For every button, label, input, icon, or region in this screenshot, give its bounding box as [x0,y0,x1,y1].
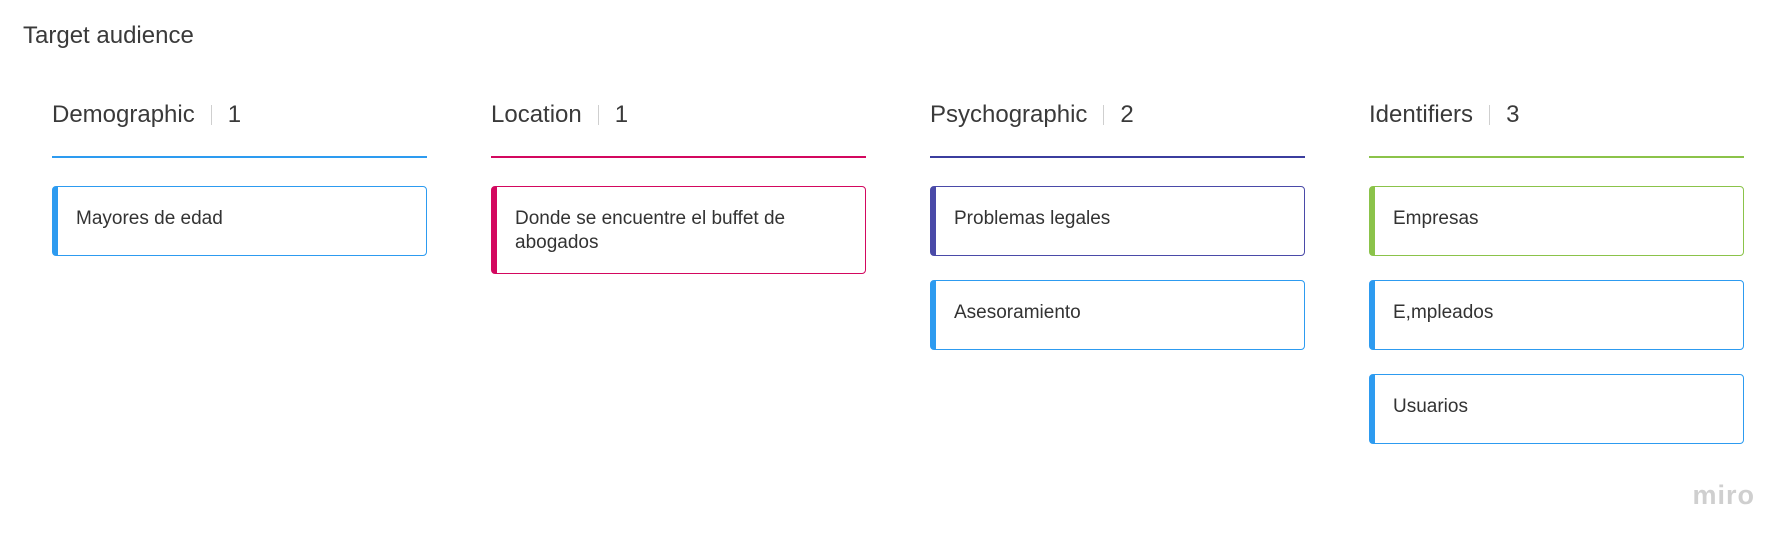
miro-logo: miro [1692,480,1755,510]
column-rule [930,156,1305,158]
column-divider [1103,105,1105,125]
column-count: 3 [1506,101,1520,128]
column-title: Demographic [52,101,195,128]
column-count: 1 [614,101,629,128]
card[interactable]: Asesoramiento [930,280,1305,350]
column-identifiers: Identifiers 3 Empresas E,mpleados Usuari… [1369,98,1744,468]
card-text: Usuarios [1393,396,1468,417]
column-title: Psychographic [930,101,1088,128]
column-psychographic: Psychographic 2 Problemas legales Asesor… [930,98,1305,468]
card-text: Problemas legales [954,208,1111,229]
card[interactable]: Donde se encuentre el buffet de abogados [491,186,866,274]
column-title: Location [491,101,582,128]
column-header[interactable]: Demographic 1 [52,98,427,132]
card[interactable]: E,mpleados [1369,280,1744,350]
column-demographic: Demographic 1 Mayores de edad [52,98,427,468]
column-rule [52,156,427,158]
column-divider [597,105,599,125]
card-text: Asesoramiento [954,302,1081,323]
card[interactable]: Mayores de edad [52,186,427,256]
columns-container: Demographic 1 Mayores de edad Location 1… [52,98,1744,468]
card-text: Donde se encuentre el buffet de abogados [515,208,786,253]
column-rule [491,156,866,158]
column-count: 1 [227,101,242,128]
card-text: Mayores de edad [76,208,223,229]
column-divider [210,105,212,125]
card-text: E,mpleados [1393,302,1494,323]
card[interactable]: Usuarios [1369,374,1744,444]
board-title: Target audience [23,22,194,49]
card[interactable]: Empresas [1369,186,1744,256]
column-divider [1489,105,1491,125]
column-header[interactable]: Identifiers 3 [1369,98,1744,132]
column-count: 2 [1120,101,1134,128]
column-header[interactable]: Psychographic 2 [930,98,1305,132]
column-header[interactable]: Location 1 [491,98,866,132]
card[interactable]: Problemas legales [930,186,1305,256]
column-location: Location 1 Donde se encuentre el buffet … [491,98,866,468]
card-text: Empresas [1393,208,1479,229]
column-rule [1369,156,1744,158]
column-title: Identifiers [1369,101,1474,128]
